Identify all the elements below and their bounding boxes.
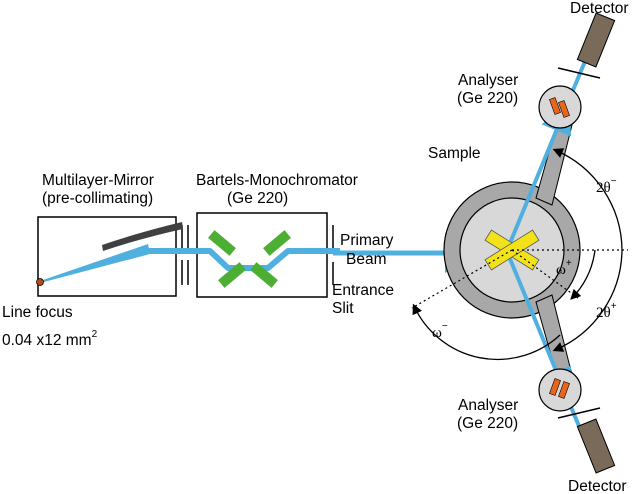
label-analyser-bottom-2: (Ge 220)	[457, 415, 518, 432]
mono-crystal-4	[263, 230, 291, 256]
label-analyser-top-2: (Ge 220)	[457, 90, 518, 107]
detector-top	[576, 12, 616, 68]
analyser-bottom	[538, 368, 582, 412]
arc-2theta-plus	[552, 249, 623, 352]
mirror-housing	[37, 216, 177, 297]
arc-omega-plus	[570, 249, 596, 300]
label-detector-top: Detector	[570, 0, 629, 17]
label-primary-1: Primary	[340, 232, 394, 249]
arc-2theta-minus	[552, 148, 623, 251]
mono-crystal-1	[208, 230, 236, 256]
label-omega-plus: ω+	[556, 258, 572, 278]
label-2theta-plus: 2θ+	[596, 301, 617, 321]
label-2theta-minus: 2θ−	[596, 176, 617, 196]
label-mono-2: (Ge 220)	[227, 190, 288, 207]
beam-through-monochromator	[148, 248, 340, 271]
mono-crystal-3	[250, 262, 278, 288]
diffracted-beam-top	[506, 100, 572, 249]
label-analyser-top-1: Analyser	[458, 72, 518, 89]
label-omega-minus: ω−	[432, 321, 448, 341]
arc-omega-minus	[412, 303, 561, 361]
label-mono-1: Bartels-Monochromator	[196, 172, 358, 189]
mono-crystal-2	[218, 262, 246, 288]
label-detector-bottom: Detector	[568, 478, 627, 494]
label-source-1: Line focus	[2, 304, 73, 321]
label-entrance-2: Slit	[332, 300, 354, 317]
label-mirror-2: (pre-collimating)	[42, 190, 153, 207]
label-analyser-bottom-1: Analyser	[458, 397, 518, 414]
label-sample: Sample	[428, 145, 481, 162]
beam-divergent	[40, 244, 150, 283]
label-entrance-1: Entrance	[332, 282, 394, 299]
source-line-focus	[36, 278, 44, 286]
label-mirror-1: Multilayer-Mirror	[42, 172, 154, 189]
diffracted-beam-bottom	[506, 253, 572, 402]
monochromator-housing	[196, 212, 328, 298]
label-source-2: 0.04 x12 mm2	[2, 329, 98, 349]
detector-bottom	[576, 418, 616, 474]
multilayer-mirror	[102, 222, 183, 251]
label-primary-2: Beam	[346, 251, 387, 268]
